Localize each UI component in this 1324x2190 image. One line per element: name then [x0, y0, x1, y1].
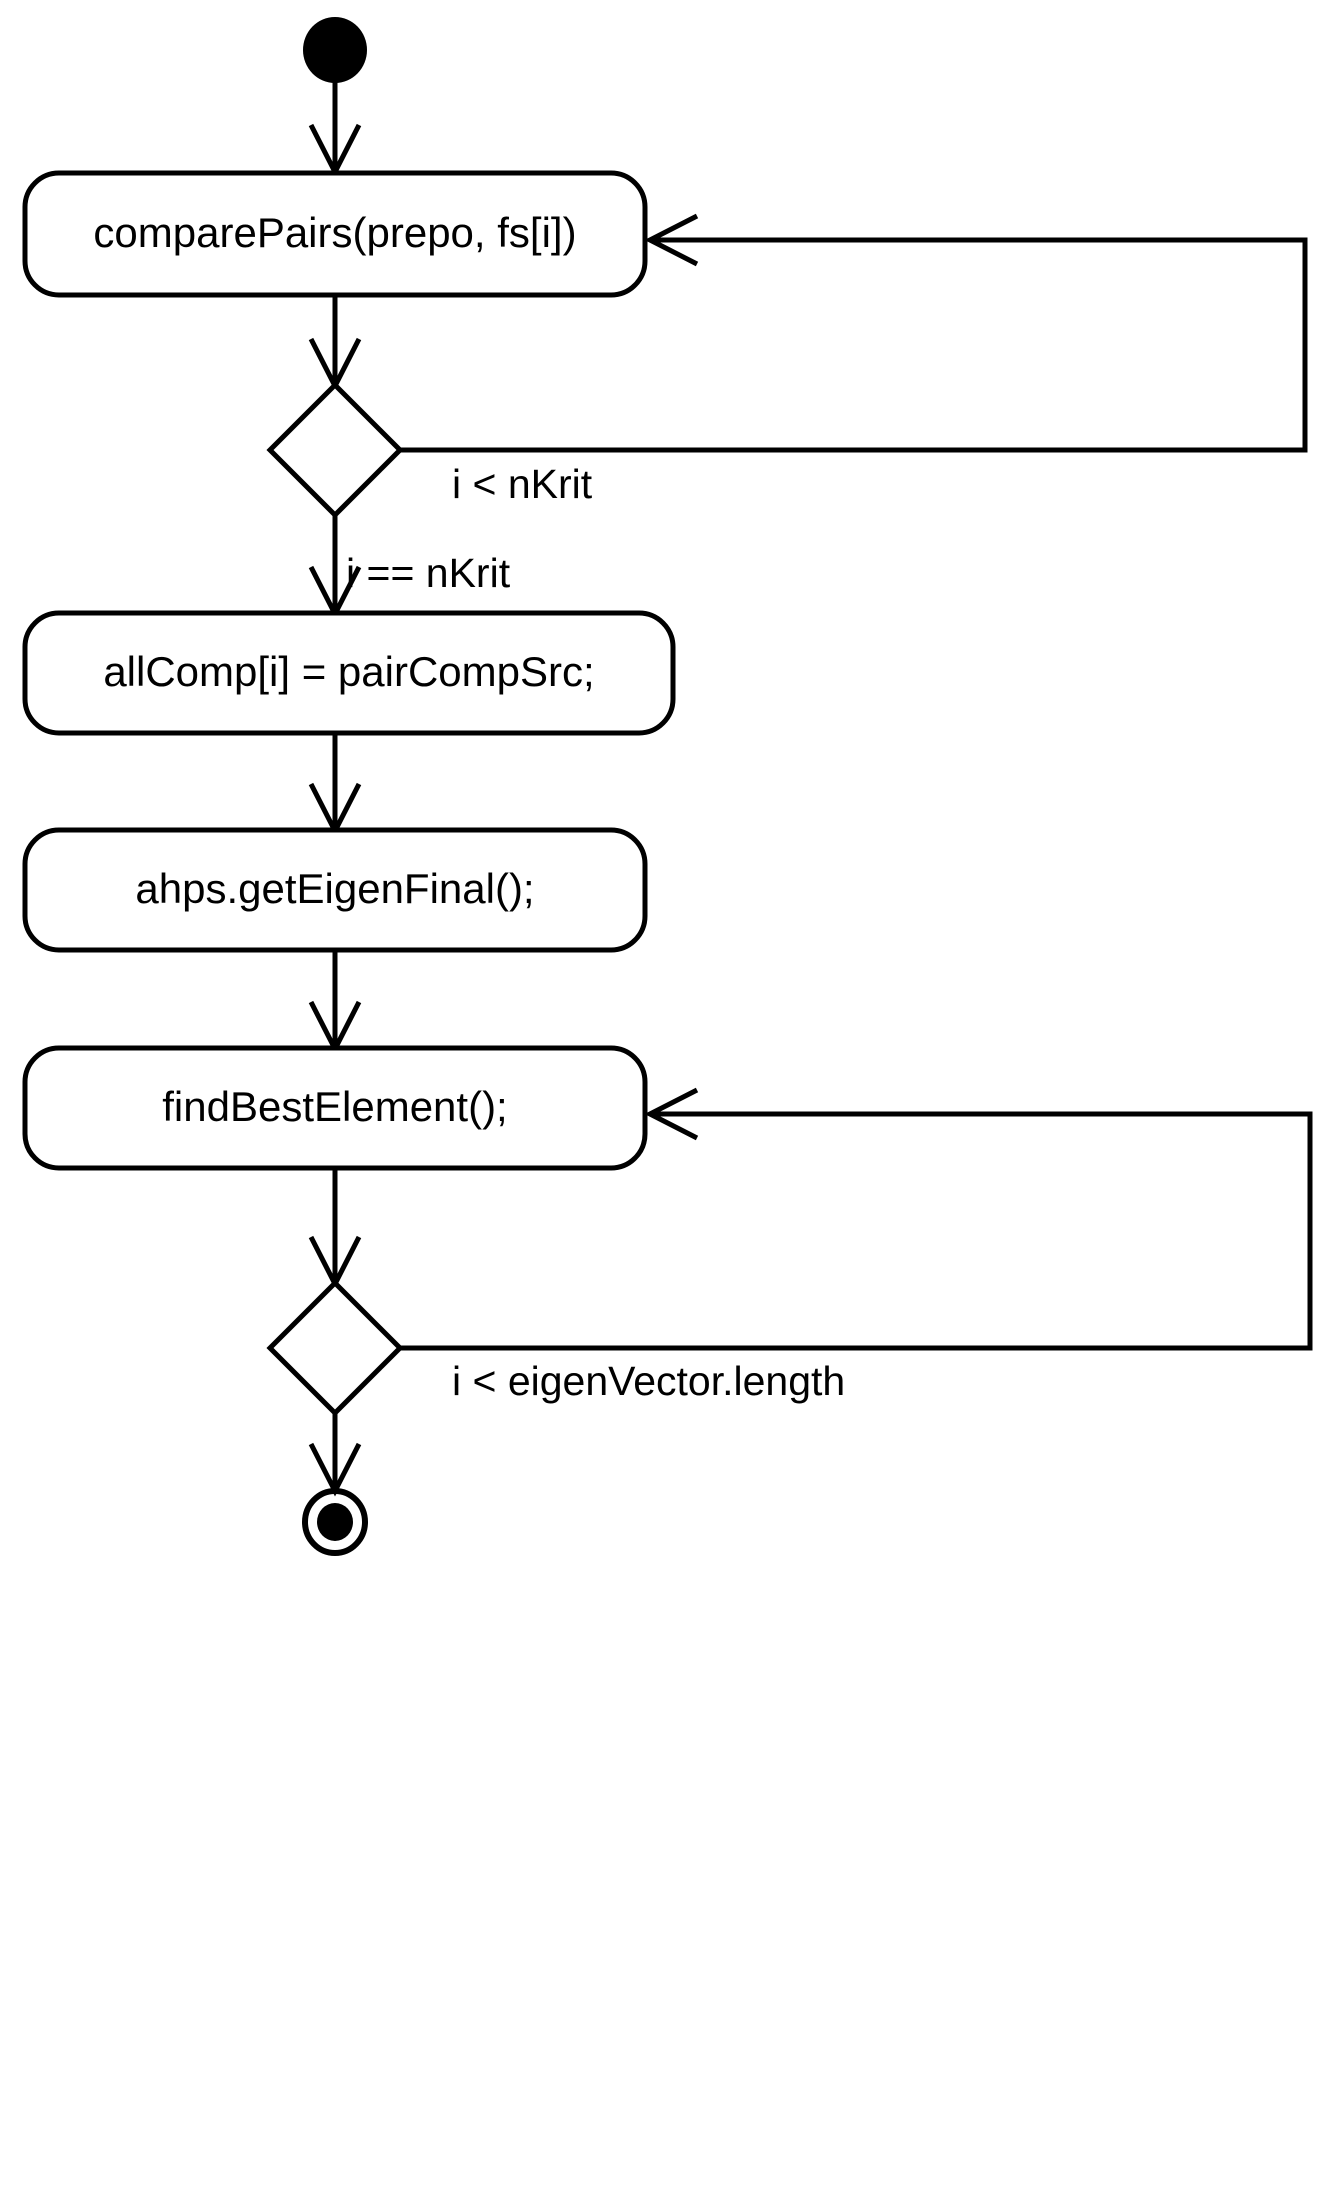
final-node-inner-dot: [317, 1503, 353, 1541]
edge-decision1-to-action2: i == nKrit: [308, 513, 511, 620]
action-node-label: ahps.getEigenFinal();: [135, 865, 534, 912]
edge-action4-to-decision2: [308, 1168, 362, 1290]
action-node-label: findBestElement();: [162, 1083, 507, 1130]
decision-node-shape: [266, 381, 404, 519]
action-node-shape: [22, 827, 648, 953]
decision-node-eigenvector-loop[interactable]: [266, 1279, 404, 1417]
end-node: [302, 1488, 368, 1556]
edge-action2-to-action3: [308, 733, 362, 837]
edge-action1-to-decision1: [308, 295, 362, 392]
action-node-allcomp-assign[interactable]: allComp[i] = pairCompSrc;: [22, 610, 676, 736]
edge-action3-to-action4: [308, 950, 362, 1055]
decision-node-shape: [266, 1279, 404, 1417]
initial-node-icon: [303, 17, 367, 83]
decision-node-krit-loop[interactable]: [266, 381, 404, 519]
start-node: [303, 17, 367, 83]
action-node-shape: [22, 610, 676, 736]
action-node-compare-pairs[interactable]: comparePairs(prepo, fs[i]): [22, 170, 648, 298]
edge-decision2-loop-back: i < eigenVector.length: [400, 1087, 1313, 1404]
guard-label-i-lt-nkrit: i < nKrit: [452, 461, 593, 507]
action-node-label: comparePairs(prepo, fs[i]): [93, 209, 576, 256]
guard-label-i-eq-nkrit: i == nKrit: [346, 550, 511, 596]
guard-label-i-lt-eigenvector-length: i < eigenVector.length: [452, 1358, 845, 1404]
action-node-get-eigen-final[interactable]: ahps.getEigenFinal();: [22, 827, 648, 953]
action-node-shape: [22, 170, 648, 298]
final-node-outer-ring: [302, 1488, 368, 1556]
edge-decision2-to-end: [308, 1411, 362, 1497]
edge-start-to-action1: [308, 82, 362, 178]
edge-decision1-loop-back: i < nKrit: [400, 213, 1308, 507]
action-node-label: allComp[i] = pairCompSrc;: [103, 648, 594, 695]
action-node-shape: [22, 1045, 648, 1171]
action-node-find-best-element[interactable]: findBestElement();: [22, 1045, 648, 1171]
